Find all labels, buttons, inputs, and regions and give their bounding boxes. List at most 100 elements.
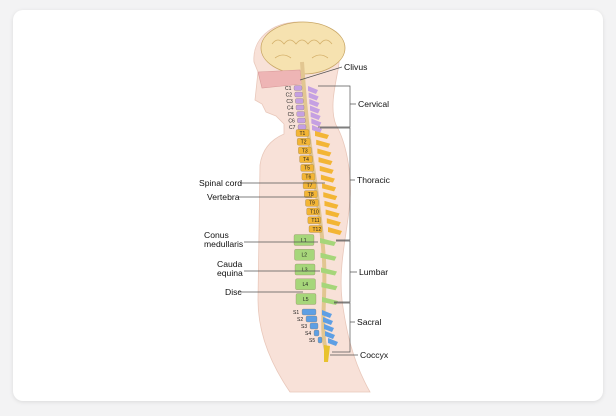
vertebra-c5	[296, 111, 305, 117]
body-silhouette	[253, 21, 371, 393]
label-cervical: Cervical	[358, 99, 389, 109]
vertebra-process	[321, 267, 337, 276]
vertebra-process	[308, 86, 318, 94]
vertebra-process	[319, 165, 334, 174]
vertebra-l1	[293, 234, 315, 246]
vertebra-t1	[295, 129, 310, 137]
vertebra-label: T4	[303, 157, 309, 163]
label-vertebra: Vertebra	[207, 192, 240, 202]
vertebra-label: C1	[285, 86, 292, 92]
vertebra-label: C4	[287, 105, 294, 111]
vertebra-s4	[313, 329, 320, 337]
vertebra-process	[320, 238, 336, 246]
vertebra-label: S2	[297, 317, 303, 323]
vertebra-label: C6	[288, 118, 295, 124]
vertebra-process	[326, 218, 341, 227]
vertebra-label: T1	[300, 131, 306, 137]
vertebra-t8	[304, 190, 318, 198]
vertebra-c3	[295, 98, 304, 104]
vertebra-label: T11	[311, 218, 319, 224]
vertebra-label: T5	[304, 166, 310, 172]
vertebra-label: T9	[309, 201, 315, 207]
vertebra-process	[317, 148, 332, 157]
vertebra-c2	[294, 91, 303, 98]
vertebra-process	[324, 324, 334, 332]
vertebra-t7	[302, 181, 317, 190]
vertebra-c1	[293, 85, 303, 91]
vertebra-process	[323, 192, 338, 201]
region-brackets	[238, 66, 358, 356]
vertebra-s2	[305, 315, 318, 323]
vertebra-process	[328, 227, 342, 235]
vertebra-process	[325, 209, 340, 218]
vertebra-t6	[301, 172, 316, 181]
label-sacral: Sacral	[357, 317, 381, 327]
label-medullaris: medullaris	[204, 239, 243, 249]
vertebra-t2	[297, 138, 311, 146]
label-equina: equina	[217, 268, 243, 278]
vertebra-label: T3	[302, 148, 308, 154]
vertebra-t3	[298, 146, 312, 155]
vertebra-label: L5	[303, 297, 309, 303]
vertebra-label: C2	[286, 92, 293, 98]
vertebra-l3	[294, 263, 316, 276]
vertebra-label: T10	[310, 209, 319, 215]
vertebra-t9	[305, 199, 319, 207]
vertebra-c4	[295, 104, 305, 111]
vertebra-process	[308, 92, 319, 101]
vertebra-process	[328, 338, 338, 346]
vertebra-s1	[301, 308, 317, 316]
label-clivus: Clivus	[344, 62, 367, 72]
vertebra-label: C5	[288, 112, 295, 118]
vertebra-s5	[317, 336, 323, 344]
vertebra-label: L2	[302, 253, 308, 259]
vertebra-label: S4	[305, 331, 311, 337]
vertebra-process	[320, 252, 337, 261]
vertebra-label: T7	[307, 183, 313, 189]
vertebra-label: T2	[301, 140, 307, 146]
vertebra-process	[316, 139, 331, 148]
coccyx-bone	[324, 345, 330, 362]
vertebra-l4	[295, 278, 316, 290]
vertebra-process	[322, 183, 337, 192]
vertebra-t5	[300, 164, 314, 172]
vertebra-process	[325, 331, 335, 339]
vertebra-t10	[306, 207, 320, 216]
label-cauda: Cauda	[217, 259, 243, 269]
vertebra-process	[321, 282, 338, 291]
vertebra-process	[322, 310, 332, 318]
vertebra-label: L3	[302, 267, 308, 273]
vertebra-label: S5	[309, 338, 315, 344]
vertebra-t4	[299, 155, 313, 163]
vertebra-process	[315, 131, 329, 139]
vertebra-l5	[295, 293, 317, 305]
label-lumbar: Lumbar	[359, 267, 388, 277]
vertebra-label: T8	[308, 192, 314, 198]
label-coccyx: Coccyx	[360, 350, 389, 360]
vertebra-process	[312, 125, 322, 133]
vertebra-label: S1	[293, 310, 299, 316]
label-spinal-cord: Spinal cord	[199, 178, 242, 188]
vertebra-label: S3	[301, 324, 307, 330]
vertebra-t11	[307, 216, 321, 224]
vertebra-label: L4	[303, 282, 309, 288]
vertebra-process	[324, 200, 339, 209]
vertebra-process	[320, 174, 335, 183]
vertebra-label: T12	[313, 227, 322, 233]
vertebra-process	[310, 112, 321, 120]
label-thoracic: Thoracic	[357, 175, 391, 185]
brain-folds	[271, 39, 333, 59]
vertebra-label: C7	[289, 125, 296, 131]
vertebra-s3	[309, 322, 319, 330]
vertebra-process	[309, 99, 320, 107]
vertebra-l2	[294, 249, 315, 261]
vertebra-label: C3	[286, 99, 293, 105]
vertebra-t12	[308, 225, 323, 233]
vertebra-c6	[297, 117, 306, 124]
vertebra-process	[311, 118, 322, 127]
vertebra-process	[318, 157, 333, 166]
vertebra-process	[323, 317, 333, 325]
vertebra-label: L1	[301, 238, 307, 244]
label-disc: Disc	[225, 287, 242, 297]
